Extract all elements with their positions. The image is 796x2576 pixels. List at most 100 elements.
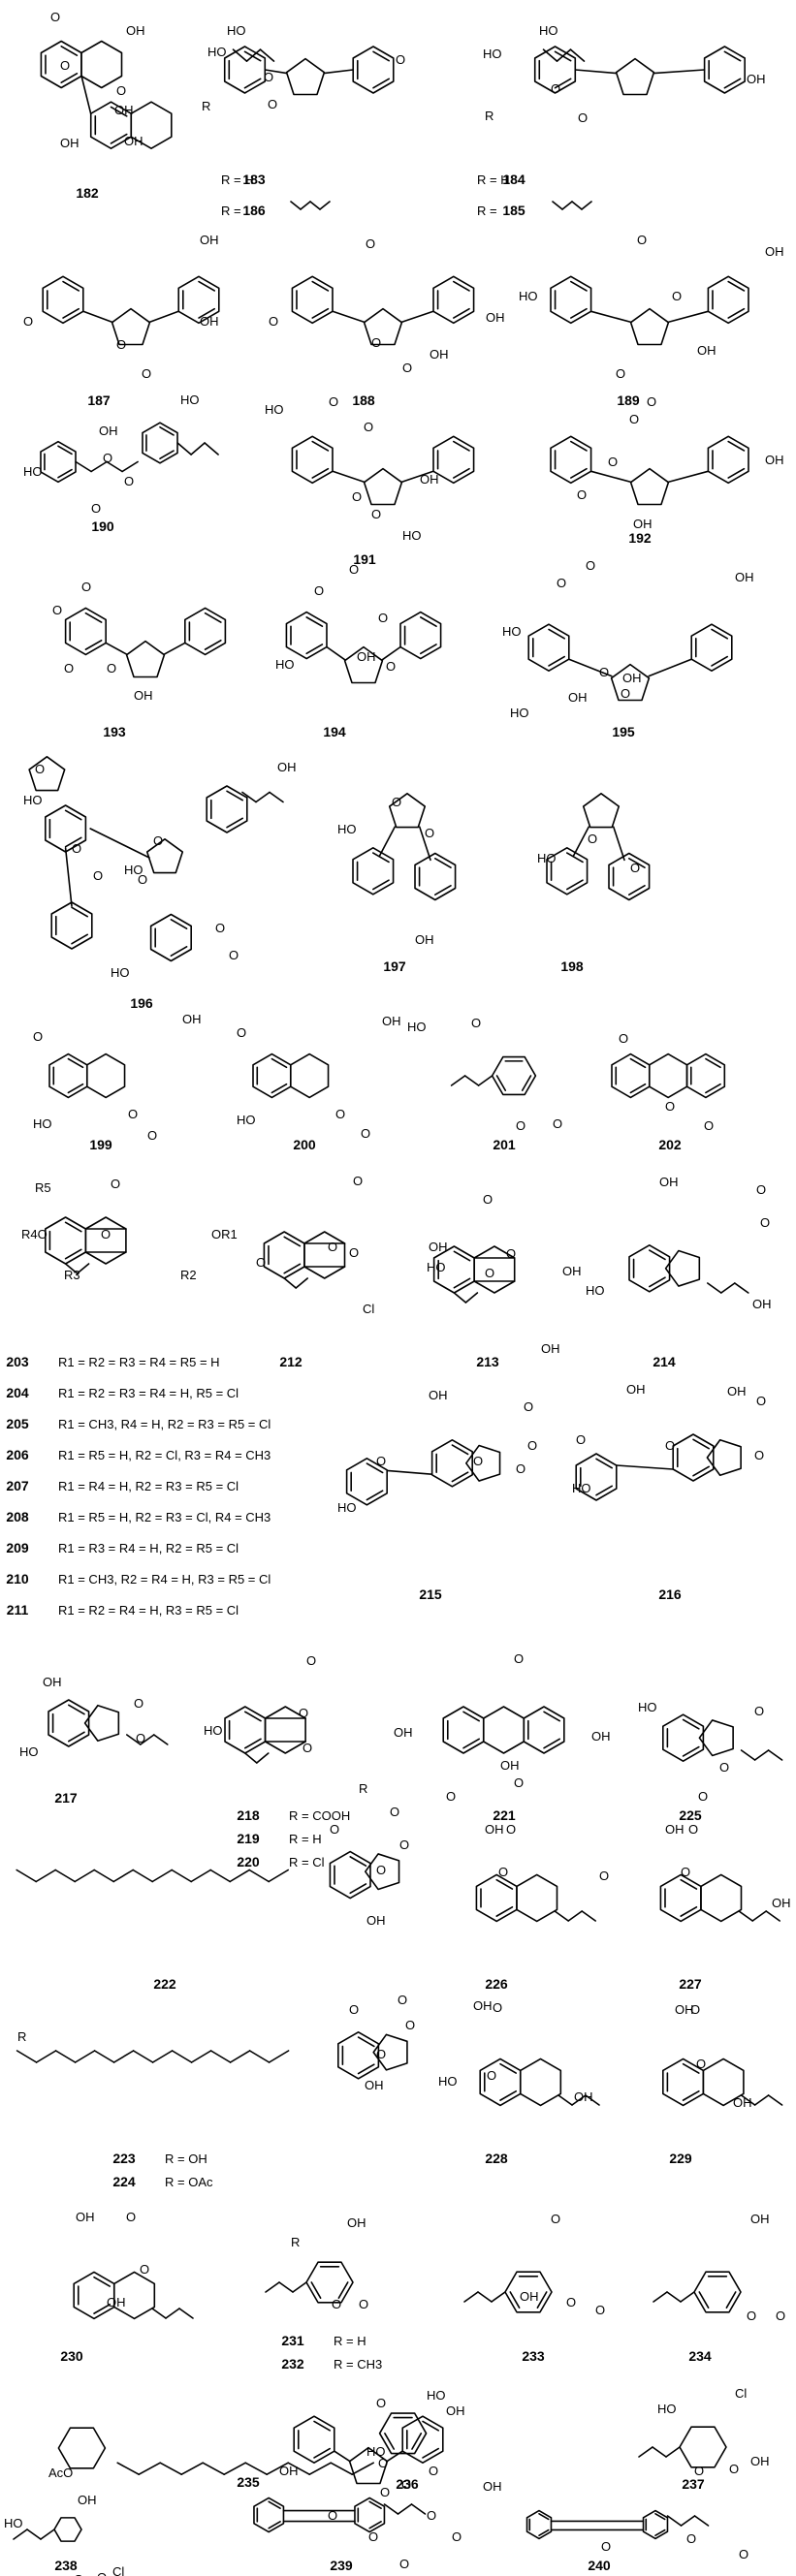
- atom-label: O: [698, 1789, 708, 1804]
- atom-label: OH: [99, 424, 118, 438]
- atom-label: O: [506, 1246, 516, 1261]
- substituent-definition: R = H: [477, 173, 510, 187]
- atom-label: O: [368, 2529, 378, 2544]
- atom-label: HO: [539, 23, 558, 38]
- atom-label: O: [599, 665, 609, 679]
- atom-label: O: [328, 1240, 337, 1254]
- atom-label: O: [578, 110, 588, 125]
- skeleton-200: [252, 1052, 330, 1099]
- compound-number: 204: [6, 1385, 29, 1400]
- atom-label: OH: [415, 932, 434, 947]
- atom-label: OH: [182, 1012, 202, 1026]
- atom-label: OH: [765, 453, 784, 467]
- skeleton-182: [40, 40, 173, 149]
- atom-label: O: [483, 1192, 493, 1207]
- skeleton-238: [13, 2517, 82, 2542]
- compound-number: 219: [237, 1831, 260, 1846]
- compound-number: 212: [279, 1354, 302, 1369]
- atom-label: O: [402, 361, 412, 375]
- atom-label: O: [147, 1128, 157, 1143]
- atom-label: O: [551, 81, 560, 96]
- atom-label: OH: [665, 1822, 685, 1837]
- atom-label: O: [688, 1822, 698, 1837]
- atom-label: O: [302, 1741, 312, 1755]
- atom-label: OH: [429, 1240, 448, 1254]
- atom-label: OH: [124, 134, 143, 148]
- atom-label: O: [101, 1227, 111, 1241]
- atom-label: HO: [265, 402, 284, 417]
- atom-label: OH: [568, 690, 588, 705]
- atom-label: HO: [510, 706, 529, 720]
- atom-label: O: [107, 661, 116, 675]
- atom-label: O: [601, 2539, 611, 2554]
- skeleton-234: [653, 2271, 742, 2313]
- compound-number: 214: [653, 1354, 676, 1369]
- atom-label: O: [399, 2557, 409, 2571]
- atom-label: O: [128, 1107, 138, 1121]
- atom-label: R: [359, 1781, 367, 1796]
- atom-label: O: [399, 1838, 409, 1852]
- skeleton-236: [293, 2415, 444, 2485]
- atom-label: OH: [277, 760, 297, 774]
- substituent-definition: R = CH3: [334, 2357, 382, 2372]
- atom-label: O: [514, 1651, 524, 1666]
- atom-label: OH: [200, 314, 219, 329]
- atom-label: O: [577, 487, 587, 502]
- compound-number: 238: [54, 2558, 78, 2573]
- atom-label: O: [142, 366, 151, 381]
- atom-label: O: [704, 1118, 714, 1133]
- substituent-definition: R = Cl: [289, 1855, 325, 1869]
- atom-label: O: [50, 10, 60, 24]
- atom-label: R: [291, 2235, 300, 2249]
- atom-label: O: [446, 1789, 456, 1804]
- atom-label: O: [566, 2295, 576, 2309]
- atom-label: HO: [19, 1744, 39, 1759]
- atom-label: HO: [638, 1700, 657, 1714]
- skeleton-226: [475, 1873, 596, 1923]
- atom-label: O: [269, 314, 278, 329]
- atom-label: O: [103, 451, 112, 465]
- atom-label: O: [376, 2396, 386, 2410]
- atom-label: O: [328, 2508, 337, 2523]
- substituent-definition: R1 = CH3, R4 = H, R2 = R3 = R5 = Cl: [58, 1417, 271, 1431]
- atom-label: HO: [337, 822, 357, 836]
- atom-label: HO: [4, 2516, 23, 2530]
- atom-label: HO: [407, 1020, 427, 1034]
- atom-label: HO: [33, 1116, 52, 1131]
- atom-label: R4O: [21, 1227, 48, 1241]
- compound-number: 186: [242, 203, 266, 218]
- compound-number: 200: [293, 1137, 316, 1152]
- atom-label: O: [390, 1805, 399, 1819]
- atom-label: O: [557, 576, 566, 590]
- atom-label: HO: [207, 45, 227, 59]
- skeleton-202: [611, 1052, 726, 1099]
- compound-number: 230: [60, 2348, 83, 2364]
- atom-label: O: [386, 659, 396, 674]
- atom-label: O: [524, 1399, 533, 1414]
- atom-label: OH: [366, 1913, 386, 1928]
- atom-label: OH: [126, 23, 145, 38]
- compound-number: 207: [6, 1478, 29, 1493]
- compound-number: 218: [237, 1807, 260, 1823]
- atom-label: O: [665, 1099, 675, 1114]
- compound-number: 216: [658, 1586, 682, 1602]
- atom-label: O: [401, 2477, 411, 2492]
- atom-label: OH: [279, 2464, 299, 2478]
- compound-number: 194: [323, 724, 346, 739]
- atom-label: O: [527, 1438, 537, 1453]
- atom-label: O: [366, 236, 375, 251]
- atom-label: O: [396, 52, 405, 67]
- atom-label: OH: [752, 1297, 772, 1311]
- compound-number: 210: [6, 1571, 29, 1586]
- compound-number: 190: [91, 518, 114, 534]
